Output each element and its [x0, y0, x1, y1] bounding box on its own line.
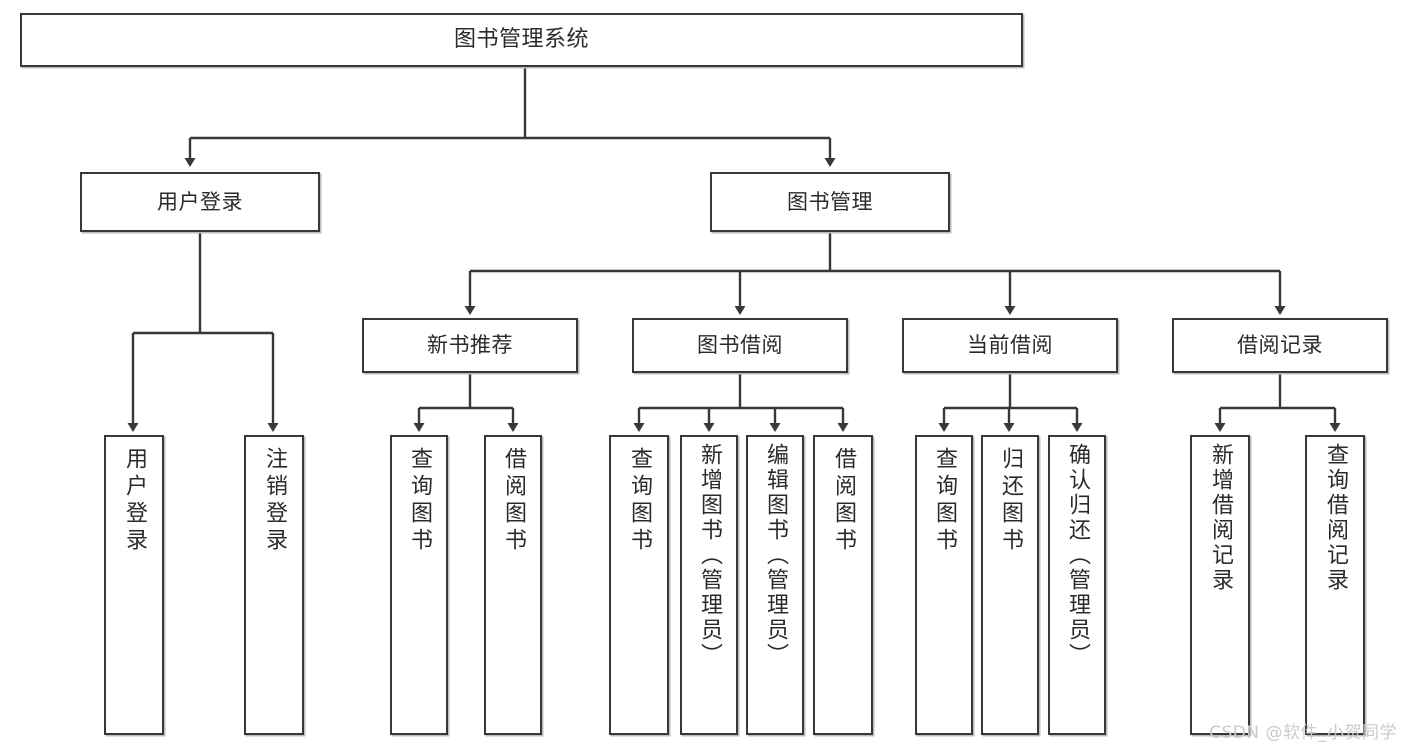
- leaf-book-borrow-query-book[interactable]: 查询图书: [609, 435, 669, 735]
- node-new-book-recommend[interactable]: 新书推荐: [362, 318, 578, 373]
- leaf-book-borrow-edit-book-admin[interactable]: 编辑图书（管理员）: [746, 435, 804, 735]
- node-label: 编辑图书（管理员）: [763, 443, 788, 668]
- leaf-book-borrow-borrow-book[interactable]: 借阅图书: [813, 435, 873, 735]
- node-user-login[interactable]: 用户登录: [80, 172, 320, 232]
- node-label: 归还图书: [998, 447, 1023, 555]
- node-label: 借阅记录: [1237, 333, 1323, 358]
- node-label: 查询图书: [407, 447, 432, 555]
- leaf-new-book-borrow-book[interactable]: 借阅图书: [484, 435, 542, 735]
- leaf-borrow-record-query-record[interactable]: 查询借阅记录: [1305, 435, 1365, 735]
- node-label: 图书管理系统: [453, 27, 589, 53]
- node-book-management[interactable]: 图书管理: [710, 172, 950, 232]
- leaf-current-borrow-query-book[interactable]: 查询图书: [915, 435, 973, 735]
- leaf-current-borrow-confirm-return-admin[interactable]: 确认归还（管理员）: [1048, 435, 1106, 735]
- node-label: 确认归还（管理员）: [1065, 443, 1090, 668]
- node-label: 新书推荐: [427, 333, 513, 358]
- node-label: 当前借阅: [967, 333, 1053, 358]
- node-label: 图书管理: [787, 189, 873, 214]
- node-label: 借阅图书: [831, 447, 856, 555]
- node-label: 查询借阅记录: [1323, 443, 1348, 593]
- node-borrow-record[interactable]: 借阅记录: [1172, 318, 1388, 373]
- node-label: 借阅图书: [501, 447, 526, 555]
- node-label: 查询图书: [627, 447, 652, 555]
- node-label: 查询图书: [932, 447, 957, 555]
- watermark-credit: CSDN @软件_小贺同学: [1209, 723, 1397, 743]
- node-label: 注销登录: [262, 447, 287, 555]
- leaf-book-borrow-add-book-admin[interactable]: 新增图书（管理员）: [680, 435, 738, 735]
- leaf-current-borrow-return-book[interactable]: 归还图书: [981, 435, 1039, 735]
- node-label: 用户登录: [157, 189, 243, 214]
- node-label: 新增图书（管理员）: [697, 443, 722, 668]
- node-root-book-management-system[interactable]: 图书管理系统: [20, 13, 1023, 67]
- node-current-borrow[interactable]: 当前借阅: [902, 318, 1118, 373]
- node-label: 图书借阅: [697, 333, 783, 358]
- leaf-borrow-record-add-record[interactable]: 新增借阅记录: [1190, 435, 1250, 735]
- leaf-user-login-login[interactable]: 用户登录: [104, 435, 164, 735]
- leaf-user-login-logout[interactable]: 注销登录: [244, 435, 304, 735]
- node-label: 用户登录: [122, 447, 147, 555]
- node-book-borrow[interactable]: 图书借阅: [632, 318, 848, 373]
- node-label: 新增借阅记录: [1208, 443, 1233, 593]
- leaf-new-book-query-book[interactable]: 查询图书: [390, 435, 448, 735]
